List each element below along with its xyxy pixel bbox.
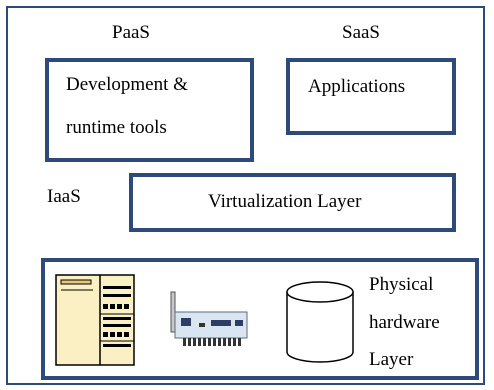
physical-hardware-line2: hardware [369, 312, 440, 333]
paas-box: Development & runtime tools [45, 58, 254, 162]
server-rack-icon [55, 274, 135, 366]
physical-hardware-box: Physical hardware Layer [41, 258, 479, 380]
physical-hardware-line1: Physical [369, 274, 434, 295]
iaas-label: IaaS [47, 186, 81, 207]
paas-label: PaaS [112, 22, 150, 43]
storage-cylinder-icon [286, 281, 354, 363]
saas-box: Applications [286, 58, 456, 135]
saas-label: SaaS [342, 22, 380, 43]
paas-box-line2: runtime tools [66, 117, 167, 138]
physical-hardware-line3: Layer [369, 349, 414, 370]
paas-box-line1: Development & [66, 74, 188, 95]
virtualization-box-label: Virtualization Layer [208, 191, 362, 212]
saas-box-label: Applications [308, 76, 406, 97]
network-card-icon [170, 291, 248, 346]
cloud-stack-frame [6, 6, 485, 385]
virtualization-box: Virtualization Layer [129, 173, 456, 232]
